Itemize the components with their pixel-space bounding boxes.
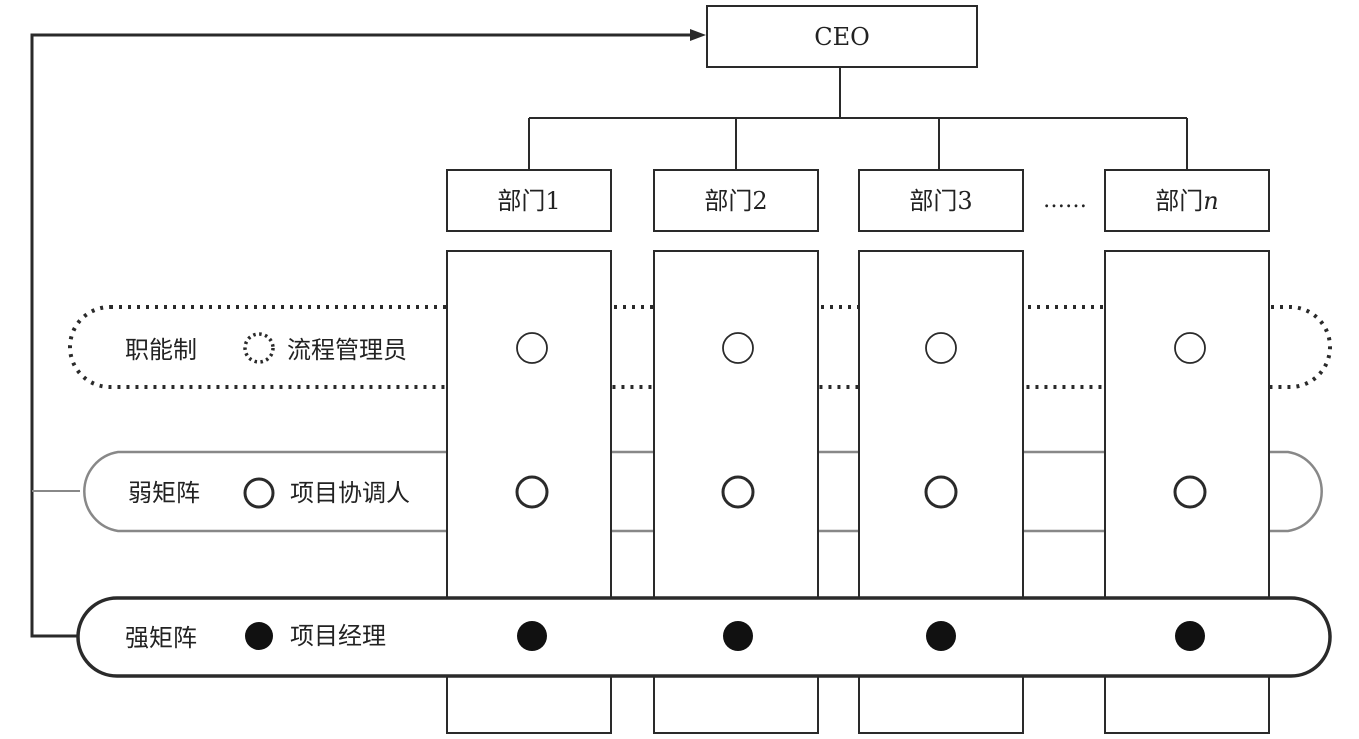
project-manager-marker-n — [1175, 621, 1205, 651]
process-manager-marker-2 — [722, 332, 754, 364]
project-coordinator-marker-n — [1173, 475, 1207, 509]
project-manager-markers — [517, 621, 1205, 651]
process-manager-marker-3 — [925, 332, 957, 364]
process-manager-marker-n — [1174, 332, 1206, 364]
project-coordinator-legend-icon — [243, 477, 275, 509]
department-label-2: 部门2 — [704, 187, 767, 215]
strong-matrix-band — [76, 596, 1332, 678]
department-label-n-suffix: n — [1203, 187, 1218, 215]
functional-row-name: 职能制 — [125, 336, 197, 364]
process-manager-markers — [516, 332, 1206, 364]
strong-matrix-row-role: 项目经理 — [290, 622, 386, 650]
functional-row-role: 流程管理员 — [287, 336, 407, 364]
project-manager-legend-icon — [245, 622, 273, 650]
department-header-2: 部门2 — [653, 169, 819, 232]
weak-matrix-band — [83, 450, 1323, 533]
department-header-3: 部门3 — [858, 169, 1024, 232]
project-coordinator-marker-3 — [924, 475, 958, 509]
weak-matrix-row-role: 项目协调人 — [290, 479, 410, 507]
strong-matrix-row-name: 强矩阵 — [125, 624, 197, 652]
department-label-n: 部门n — [1155, 187, 1218, 215]
feedback-arrow — [30, 29, 706, 638]
weak-matrix-row-name: 弱矩阵 — [128, 479, 200, 507]
project-manager-marker-1 — [517, 621, 547, 651]
project-coordinator-markers — [515, 475, 1207, 509]
project-coordinator-marker-2 — [721, 475, 755, 509]
department-header-n: 部门n — [1104, 169, 1270, 232]
ceo-node: CEO — [706, 5, 978, 68]
process-manager-marker-1 — [516, 332, 548, 364]
department-label-1: 部门1 — [497, 187, 560, 215]
process-manager-legend-icon — [243, 332, 275, 364]
department-ellipsis: …… — [1043, 188, 1087, 213]
project-coordinator-marker-1 — [515, 475, 549, 509]
functional-band — [68, 305, 1332, 389]
project-manager-marker-3 — [926, 621, 956, 651]
department-header-1: 部门1 — [446, 169, 612, 232]
ceo-label: CEO — [814, 23, 870, 51]
department-label-3: 部门3 — [909, 187, 972, 215]
department-headers: 部门1 部门2 部门3 …… 部门n — [446, 169, 1270, 232]
project-manager-marker-2 — [723, 621, 753, 651]
row-labels: 职能制 流程管理员 弱矩阵 项目协调人 强矩阵 项目经理 — [125, 332, 410, 652]
department-label-n-prefix: 部门 — [1155, 187, 1203, 215]
org-tree-connectors — [528, 67, 1188, 170]
